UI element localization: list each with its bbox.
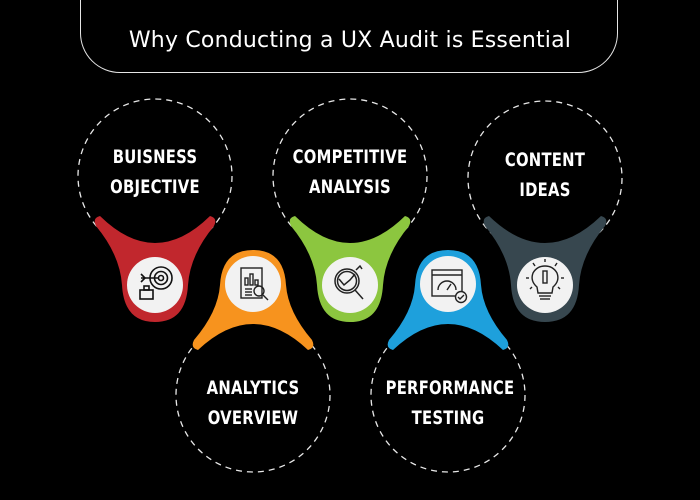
content-ideas-label: CONTENT IDEAS (483, 145, 608, 205)
lightbulb-icon (526, 259, 564, 300)
label-line2: ANALYSIS (309, 176, 391, 198)
label-line1: BUISNESS (112, 146, 198, 168)
label-line2: TESTING (411, 407, 485, 429)
performance-circle (370, 317, 526, 473)
target-briefcase-icon (139, 266, 173, 300)
content-circle (467, 100, 623, 256)
label-line2: OVERVIEW (207, 407, 299, 429)
business-objective-label: BUISNESS OBJECTIVE (93, 142, 218, 202)
competitive-analysis-label: COMPETITIVE ANALYSIS (288, 142, 413, 202)
browser-speedometer-icon (431, 269, 468, 304)
page-title: Why Conducting a UX Audit is Essential (128, 28, 572, 53)
label-line1: PERFORMANCE (385, 377, 515, 399)
label-line1: COMPETITIVE (292, 146, 408, 168)
performance-testing-label: PERFORMANCE TESTING (385, 373, 515, 433)
report-magnifier-icon (240, 267, 269, 301)
label-line2: OBJECTIVE (110, 176, 200, 198)
analytics-overview-label: ANALYTICS OVERVIEW (191, 373, 316, 433)
magnifier-chart-icon (334, 264, 364, 300)
title-frame (80, 0, 618, 73)
label-line1: ANALYTICS (206, 377, 300, 399)
label-line1: CONTENT (504, 149, 586, 171)
competitive-circle (272, 98, 428, 254)
analytics-circle (175, 317, 331, 473)
label-line2: IDEAS (519, 179, 571, 201)
business-circle (77, 98, 233, 254)
